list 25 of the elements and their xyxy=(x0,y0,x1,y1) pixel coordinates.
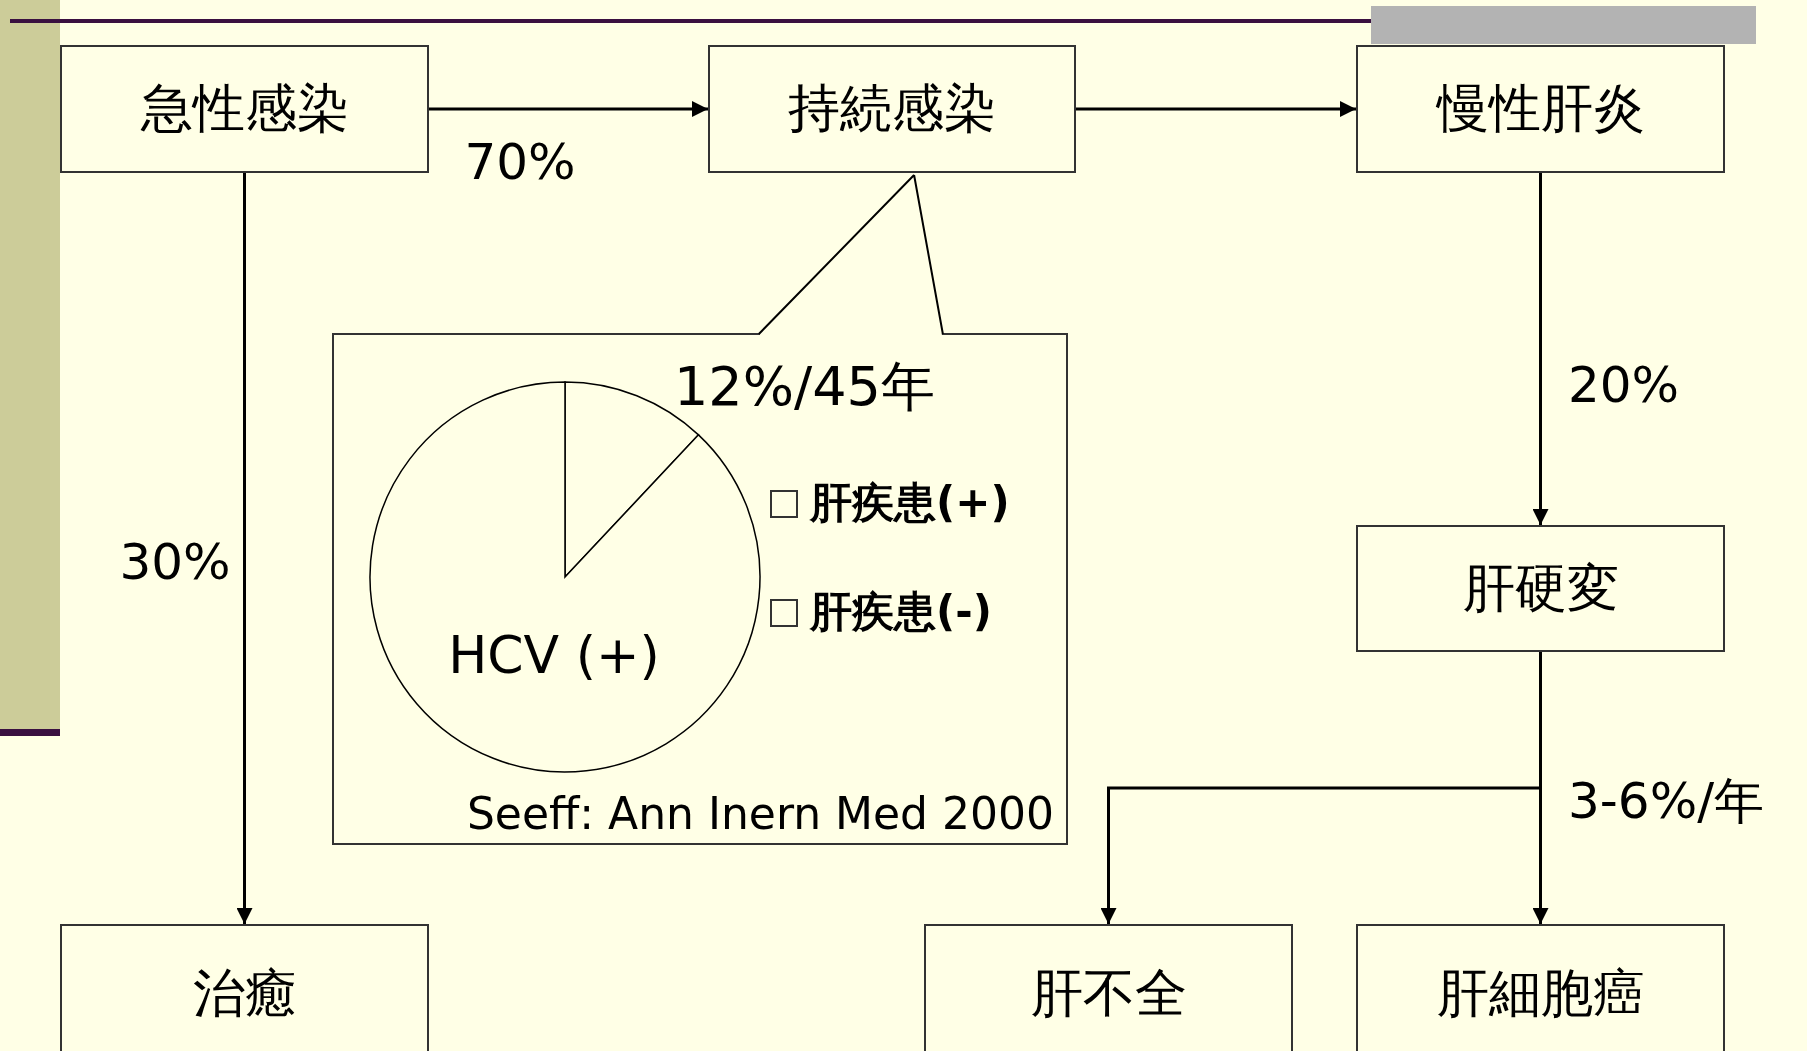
chart-title: HCV (+) xyxy=(448,625,660,685)
box-text: 慢性肝炎 xyxy=(1436,77,1645,140)
process-box xyxy=(708,45,1076,173)
box-text: 肝硬変 xyxy=(1462,556,1619,620)
box-text: 治癒 xyxy=(192,962,297,1025)
legend-label: 肝疾患(-) xyxy=(810,586,992,638)
process-box xyxy=(60,924,429,1051)
arrow xyxy=(429,101,708,117)
callout-tail xyxy=(757,174,944,335)
box-text: 肝不全 xyxy=(1030,962,1187,1025)
process-box xyxy=(1356,924,1725,1051)
box-text: 持続感染 xyxy=(788,77,996,140)
process-box xyxy=(1356,45,1725,173)
citation-text: Seeff: Ann Inern Med 2000 xyxy=(466,788,1054,839)
arrow xyxy=(1076,101,1356,117)
legend-label: 肝疾患(+) xyxy=(810,477,1010,529)
arrow xyxy=(1532,652,1549,924)
process-box xyxy=(924,924,1293,1051)
arrow xyxy=(236,173,253,924)
box-text: 急性感染 xyxy=(140,77,349,140)
process-box xyxy=(1356,525,1725,652)
chart-annotation: 12%/45年 xyxy=(674,354,935,420)
process-box xyxy=(60,45,429,173)
arrow xyxy=(1532,173,1549,525)
box-text: 肝細胞癌 xyxy=(1436,962,1645,1025)
